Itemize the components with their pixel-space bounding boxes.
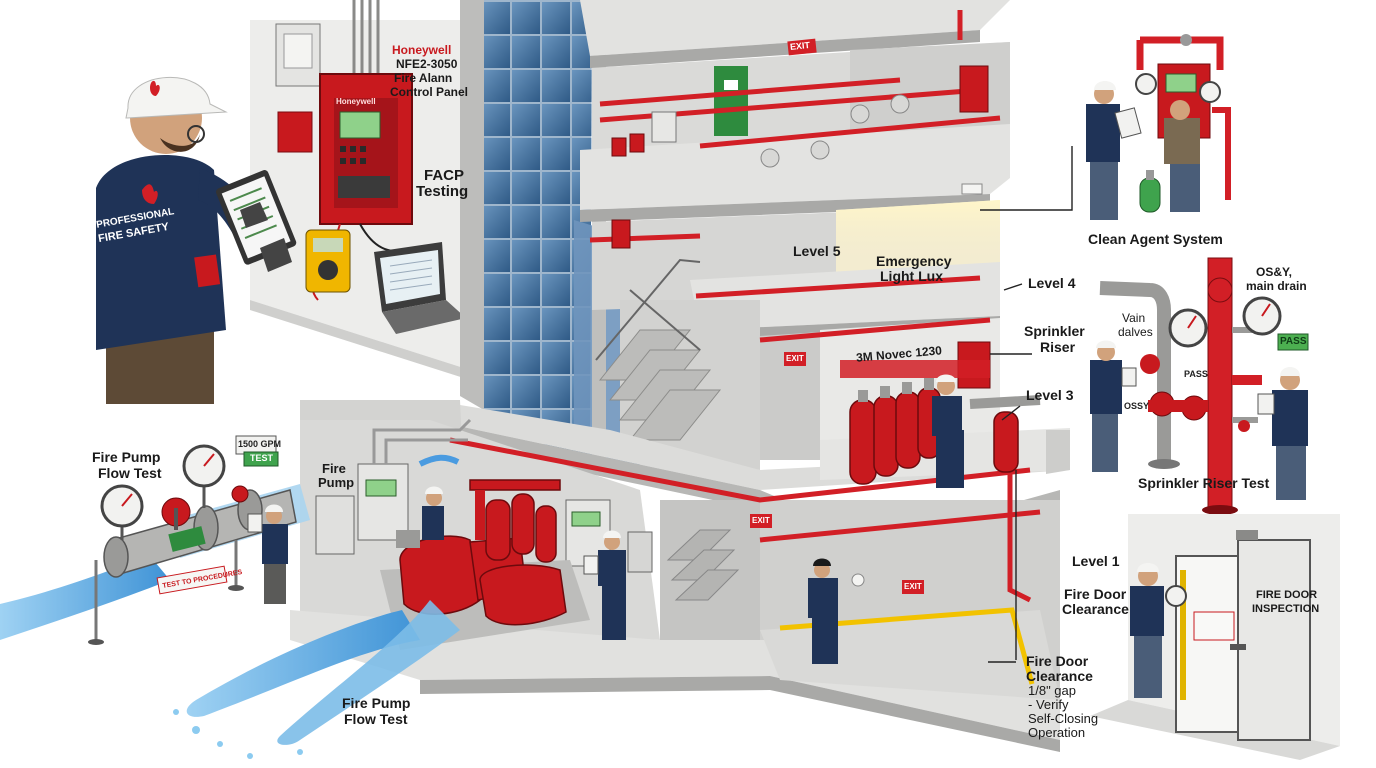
exit-door-upper [714, 66, 748, 136]
sprinkler-riser-label-2: Riser [1040, 339, 1076, 355]
gap-note-2: - Verify [1028, 697, 1069, 712]
level-3-label: Level 3 [1026, 387, 1074, 403]
sprinkler-heads [760, 94, 910, 168]
stairwell-upper [598, 329, 722, 441]
floor-safety-line [779, 607, 1035, 685]
gap-note-1: 1/8" gap [1028, 683, 1076, 698]
facp-lcd-screen [339, 111, 381, 139]
level-5-label: Level 5 [793, 243, 841, 259]
emergency-light-label-2: Light Lux [880, 268, 943, 284]
exit-sign-basement: EXIT [904, 582, 922, 591]
facp-testing-label-1: FACP [424, 167, 465, 184]
gpm-sign-text: 1500 GPM [238, 439, 282, 449]
test-procedures-sign [156, 565, 228, 595]
facp-model-label: NFE2-3050 [396, 57, 458, 71]
fire-door-inspection-label-2: INSPECTION [1252, 603, 1320, 615]
pump-water-discharge [173, 454, 460, 759]
fire-door-bottom-label-1: Fire Door [1026, 653, 1089, 669]
vain-label-1: Vain [1122, 311, 1146, 325]
pass-sign [1277, 333, 1309, 351]
fire-door-inspection-label-1: FIRE DOOR [1256, 589, 1318, 601]
clean-agent-scene [1086, 34, 1231, 220]
flow-test-bottom-label-2: Flow Test [344, 711, 408, 727]
gap-note-3: Self-Closing [1028, 711, 1099, 726]
sprinkler-piping [449, 10, 1041, 603]
fire-door-scene [1090, 514, 1340, 760]
facp-testing-label-2: Testing [416, 183, 469, 200]
flow-test-scene [0, 435, 310, 645]
riser-supply-pipe [1099, 281, 1171, 460]
clean-agent-cylinders [840, 360, 1041, 485]
facp-testing-scene [96, 0, 470, 404]
gap-note-4: Operation [1028, 725, 1086, 740]
exit-signs [750, 38, 924, 594]
test-sign [243, 451, 279, 467]
pass-sign-text: PASS [1280, 336, 1307, 347]
flow-test-water-stream [0, 556, 170, 640]
test-sign-text: TEST [250, 453, 274, 463]
exit-sign-lower: EXIT [752, 516, 770, 525]
door-label-plate [1193, 611, 1235, 641]
level-4-label: Level 4 [1028, 275, 1076, 291]
inspector-tablet [96, 76, 297, 404]
ossy-label: OSSY [1124, 401, 1150, 411]
pass-small-label: PASS [1184, 369, 1208, 379]
emergency-light-fixture [961, 183, 983, 195]
callout-lines [980, 146, 1073, 663]
pump-controller [357, 463, 409, 541]
laptop [374, 242, 466, 334]
emergency-light-label-1: Emergency [876, 253, 952, 269]
vain-label-2: dalves [1118, 325, 1153, 339]
panel-brand-mini: Honeywell [336, 97, 376, 106]
fire-door-clearance-label-1: Fire Door [1064, 586, 1127, 602]
osy-label-1: OS&Y, [1256, 265, 1293, 279]
facp-line2-label: Control Panel [390, 85, 469, 99]
flow-meter-tag [168, 526, 206, 552]
stairwell-lower [666, 529, 740, 601]
fire-pump-room-label-1: Fire [322, 461, 346, 476]
sprinkler-riser-label-1: Sprinkler [1024, 323, 1085, 339]
pull-station [277, 111, 313, 153]
flow-test-bottom-label-1: Fire Pump [342, 695, 411, 711]
fire-pump-room-label-2: Pump [318, 475, 355, 490]
glass-facade [484, 0, 592, 470]
technician-cylinders [932, 374, 964, 488]
fire-pump-room [315, 418, 865, 664]
clean-agent-label: Clean Agent System [1088, 231, 1223, 247]
osy-label-2: main drain [1246, 279, 1307, 293]
facp-line1-label: Fire Alann [394, 71, 453, 85]
fire-door [1175, 555, 1241, 733]
exit-sign-mid: EXIT [786, 354, 804, 363]
fire-door-bottom-label-2: Clearance [1026, 668, 1093, 684]
facp-brand-label: Honeywell [392, 43, 452, 57]
flow-test-left-label-2: Flow Test [98, 465, 162, 481]
sprinkler-riser-scene [1090, 257, 1309, 515]
sprinkler-riser-test-label: Sprinkler Riser Test [1138, 475, 1270, 491]
fire-door-clearance-label-2: Clearance [1062, 601, 1129, 617]
level-1-label: Level 1 [1072, 553, 1120, 569]
flow-test-left-label-1: Fire Pump [92, 449, 161, 465]
pump-controller-small [315, 495, 355, 555]
